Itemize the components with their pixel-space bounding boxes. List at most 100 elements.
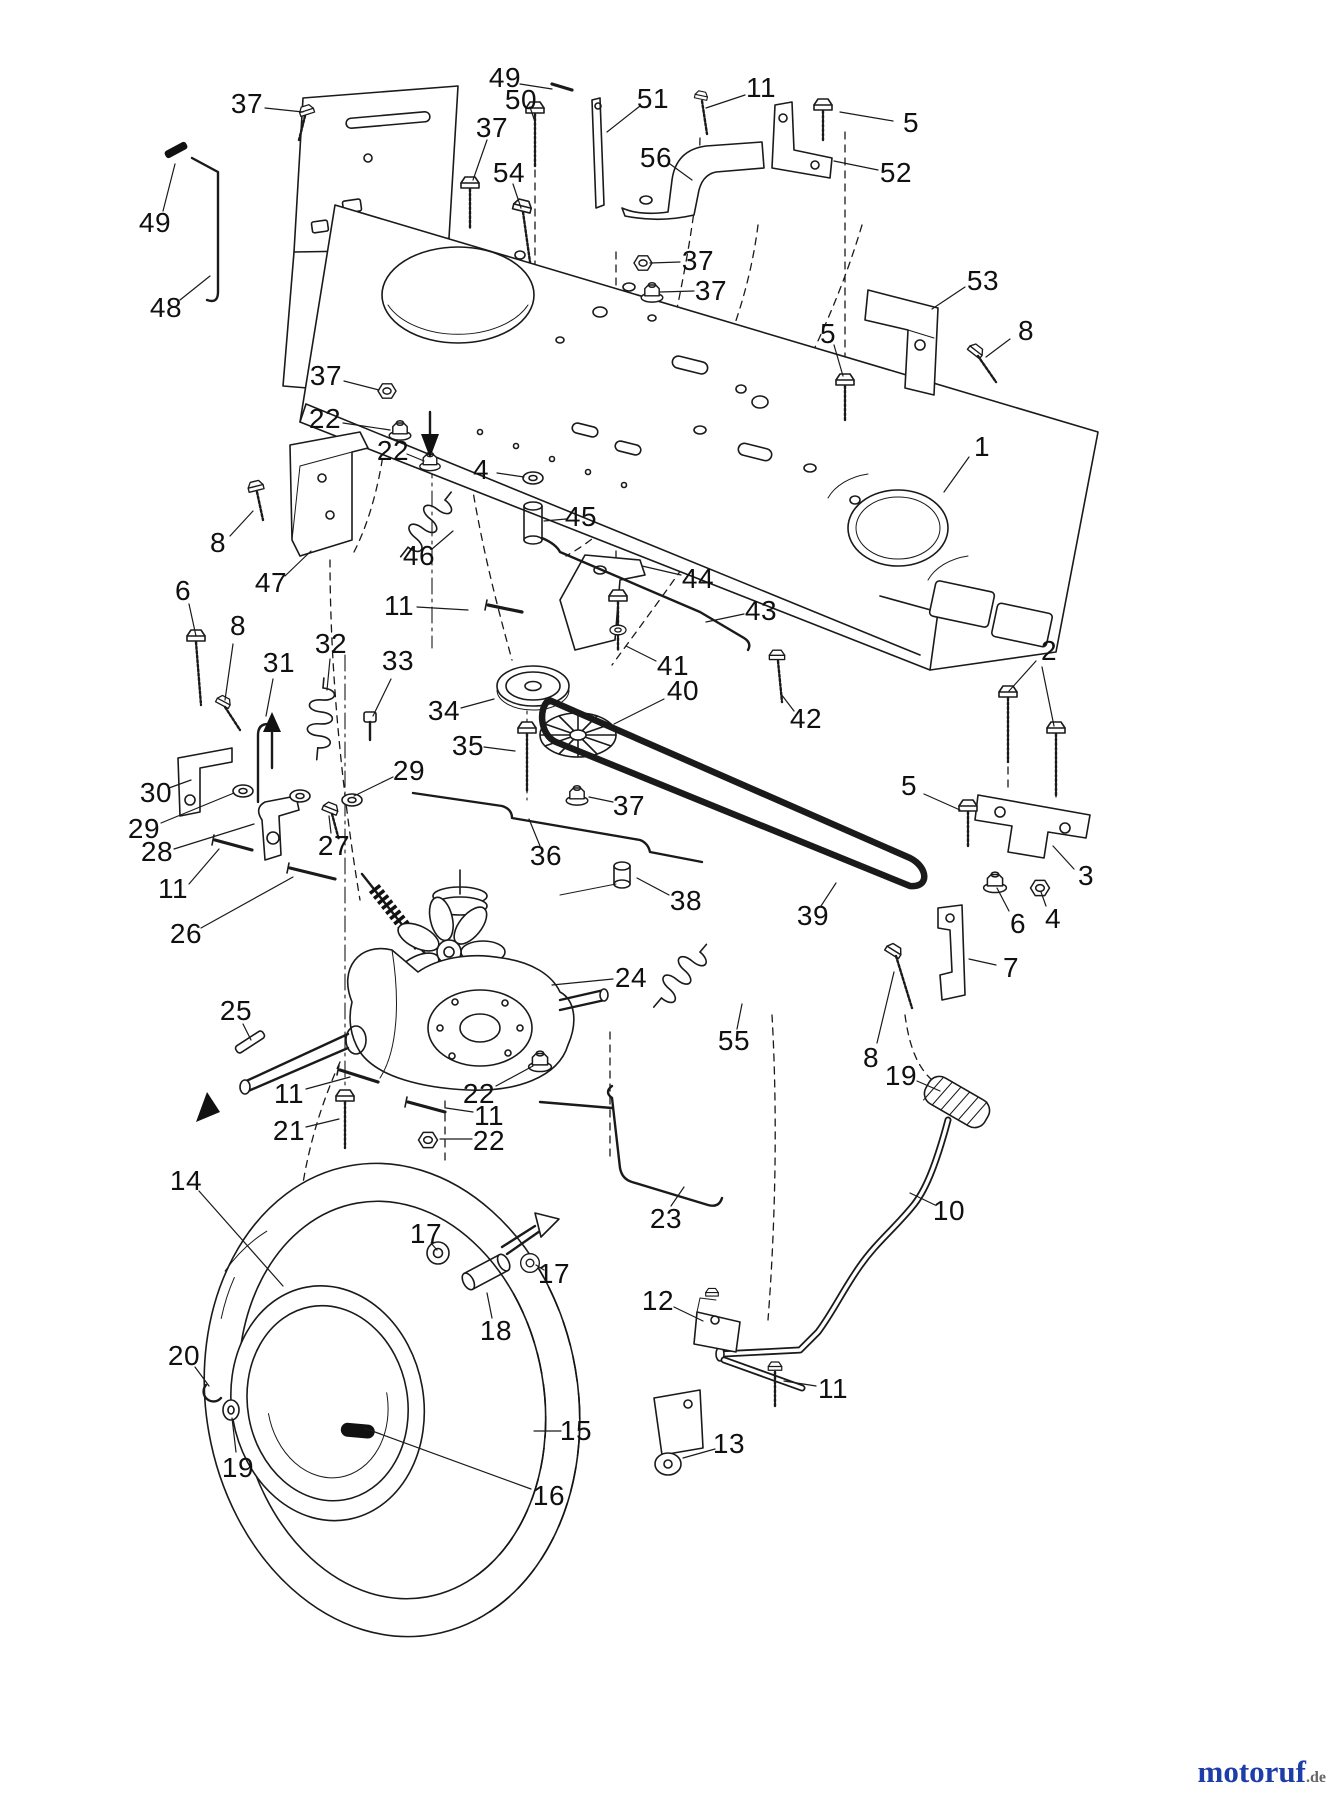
callout-11: 11 [157,873,189,904]
callout-38: 38 [669,885,703,916]
bracket-30 [177,747,233,817]
callout-52: 52 [879,157,913,188]
callout-37: 37 [681,245,715,276]
callout-5: 5 [900,770,918,801]
callout-37: 37 [309,360,343,391]
callout-8: 8 [1017,315,1035,346]
e-clip-20 [202,1383,223,1403]
callout-44: 44 [681,563,715,594]
callout-6: 6 [1009,908,1027,939]
callout-11: 11 [745,72,777,103]
idler-pulley-34 [496,665,570,711]
callout-12: 12 [641,1285,675,1316]
callout-15: 15 [559,1415,593,1446]
callout-8: 8 [209,527,227,558]
callout-21: 21 [272,1115,306,1146]
callout-14: 14 [169,1165,203,1196]
callout-27: 27 [317,830,351,861]
spring-32 [305,677,336,761]
transaxle [196,869,609,1122]
bracket-7 [937,904,966,1001]
callout-30: 30 [139,777,173,808]
callout-32: 32 [314,628,348,659]
callout-11: 11 [383,590,415,621]
callout-17: 17 [409,1218,443,1249]
rod-23 [606,1084,724,1207]
callout-18: 18 [479,1315,513,1346]
hook-bracket-28 [257,795,300,861]
callout-8: 8 [229,610,247,641]
callout-25: 25 [219,995,253,1026]
frame-chassis [299,204,1099,671]
callout-45: 45 [564,501,598,532]
callout-43: 43 [744,595,778,626]
callout-19: 19 [221,1452,255,1483]
callout-31: 31 [262,647,296,678]
callout-22: 22 [462,1078,496,1109]
callout-16: 16 [532,1480,566,1511]
callout-29: 29 [392,755,426,786]
roller-bracket-13 [653,1389,704,1476]
spring-55 [651,943,710,1008]
pivot-bracket-12 [693,1287,741,1353]
callout-2: 2 [1040,635,1058,666]
callout-37: 37 [475,112,509,143]
callout-1: 1 [973,431,991,462]
watermark-tld[interactable]: .de [1306,1769,1326,1786]
callout-47: 47 [254,567,288,598]
callout-49: 49 [488,62,522,93]
callout-11: 11 [817,1373,849,1404]
callout-34: 34 [427,695,461,726]
callout-20: 20 [167,1340,201,1371]
callout-42: 42 [789,703,823,734]
axle-key-25 [234,1030,266,1054]
watermark-brand[interactable]: motoruf [1197,1754,1306,1789]
brake-rod-36 [411,791,704,864]
callout-10: 10 [932,1195,966,1226]
stud-33 [363,711,377,742]
callout-5: 5 [902,107,920,138]
callout-4: 4 [1044,903,1062,934]
callout-3: 3 [1077,860,1095,891]
callout-11: 11 [473,1100,505,1131]
callout-33: 33 [381,645,415,676]
callout-50: 50 [504,84,538,115]
callout-40: 40 [666,675,700,706]
callout-8: 8 [862,1042,880,1073]
lift-lever-10 [715,1075,991,1392]
callout-17: 17 [537,1258,571,1289]
callout-56: 56 [639,142,673,173]
washer-19 [222,1399,240,1421]
callout-35: 35 [451,730,485,761]
callout-24: 24 [614,962,648,993]
callout-28: 28 [140,836,174,867]
callout-37: 37 [230,88,264,119]
top-hardware [164,82,998,545]
callout-37: 37 [694,275,728,306]
callout-5: 5 [819,318,837,349]
callout-39: 39 [796,900,830,931]
rod-43 [540,536,751,652]
watermark: motoruf.de [1198,1754,1326,1790]
direction-arrows [263,410,560,1256]
callout-53: 53 [966,265,1000,296]
bracket-3 [974,794,1091,859]
callout-54: 54 [492,157,526,188]
spring-46 [397,491,456,558]
bracket-47 [246,431,369,557]
callout-19: 19 [884,1060,918,1091]
callout-22: 22 [308,403,342,434]
callout-22: 22 [472,1125,506,1156]
callout-55: 55 [717,1025,751,1056]
callout-26: 26 [169,918,203,949]
callout-13: 13 [712,1428,746,1459]
drive-belt-39 [538,696,928,890]
callout-6: 6 [174,575,192,606]
callout-22: 22 [376,435,410,466]
callout-23: 23 [649,1203,683,1234]
callout-49: 49 [138,207,172,238]
callout-51: 51 [636,83,670,114]
